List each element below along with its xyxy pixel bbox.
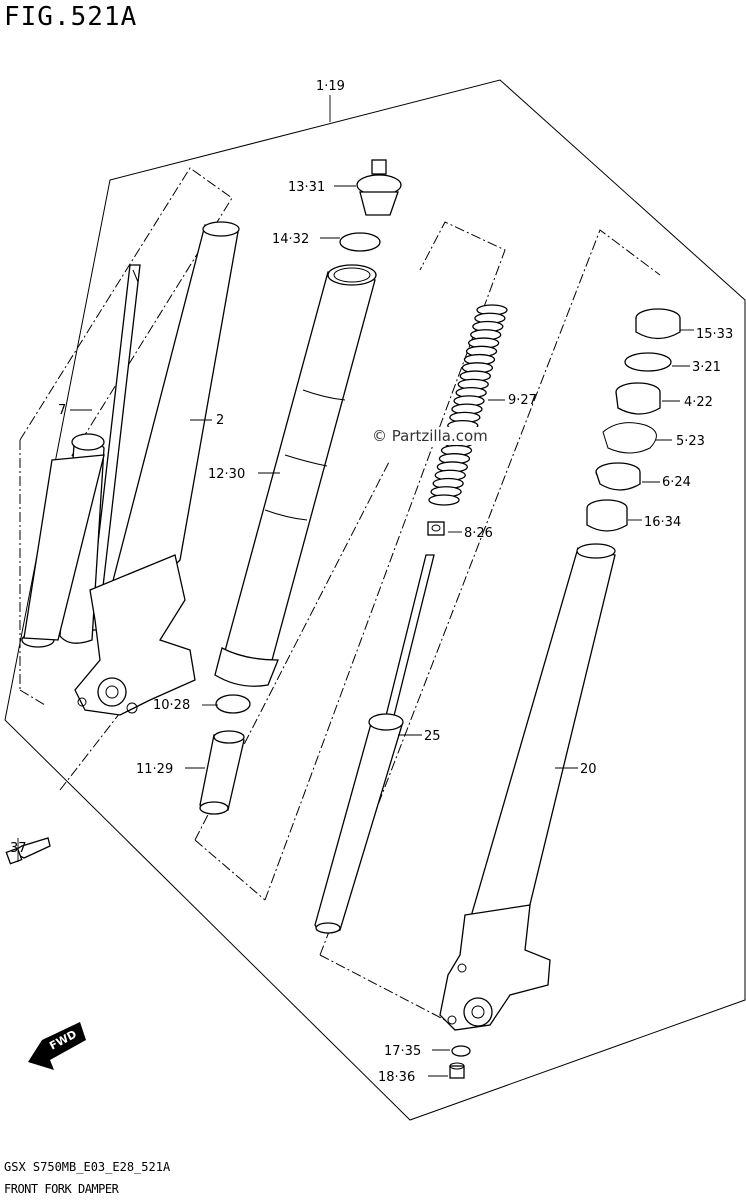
callout-4-22: 4·22 — [684, 395, 713, 410]
callout-3-21: 3·21 — [692, 360, 721, 375]
part-2-outer-tube — [74, 221, 240, 716]
assembly-outline — [4, 79, 746, 1121]
part-15-33-bushing — [635, 308, 681, 340]
figure-caption: FRONT FORK DAMPER — [4, 1182, 119, 1196]
part-9-27-spring — [428, 304, 508, 506]
callout-6-24: 6·24 — [662, 475, 691, 490]
part-13-31-fork-cap — [356, 159, 402, 216]
group-box-left — [19, 167, 233, 706]
part-16-34-bushing — [586, 499, 628, 532]
watermark: © Partzilla.com — [370, 427, 490, 445]
callout-16-34: 16·34 — [644, 515, 681, 530]
callout-15-33: 15·33 — [696, 327, 733, 342]
part-4-22-seal — [615, 382, 661, 415]
part-10-28-seal — [215, 694, 251, 714]
callout-7: 7 — [58, 403, 66, 418]
callout-17-35: 17·35 — [384, 1044, 421, 1059]
part-5-23-clip — [602, 422, 657, 454]
callout-10-28: 10·28 — [153, 698, 190, 713]
part-8-26-nut — [427, 521, 445, 536]
part-7-damper-rod — [21, 264, 141, 648]
part-11-29-spacer — [199, 730, 245, 815]
part-18-36-bolt — [449, 1062, 465, 1079]
callout-1-19: 1·19 — [316, 79, 345, 94]
part-20-outer-tube — [439, 543, 616, 1031]
part-6-24-dust-seal — [595, 462, 641, 491]
spring-coil — [428, 494, 460, 506]
callout-5-23: 5·23 — [676, 434, 705, 449]
callout-25: 25 — [424, 729, 441, 744]
fwd-direction-arrow-icon: FWD — [28, 1022, 86, 1070]
part-12-30-inner-tube — [214, 264, 377, 687]
part-3-21-washer — [624, 352, 672, 372]
figure-title: FIG.521A — [4, 2, 138, 32]
callout-13-31: 13·31 — [288, 180, 325, 195]
callout-11-29: 11·29 — [136, 762, 173, 777]
callout-20: 20 — [580, 762, 597, 777]
callout-18-36: 18·36 — [378, 1070, 415, 1085]
callout-2: 2 — [216, 413, 224, 428]
callout-37: 37 — [10, 841, 27, 856]
part-17-35-washer — [451, 1045, 471, 1057]
group-box-middle — [194, 221, 506, 901]
callout-9-27: 9·27 — [508, 393, 537, 408]
callout-12-30: 12·30 — [208, 467, 245, 482]
part-14-32-o-ring — [339, 232, 381, 252]
callout-8-26: 8·26 — [464, 526, 493, 541]
group-box-right — [319, 229, 661, 1021]
part-25-cartridge — [314, 554, 435, 934]
callout-14-32: 14·32 — [272, 232, 309, 247]
drawing-code: GSX S750MB_E03_E28_521A — [4, 1160, 171, 1174]
